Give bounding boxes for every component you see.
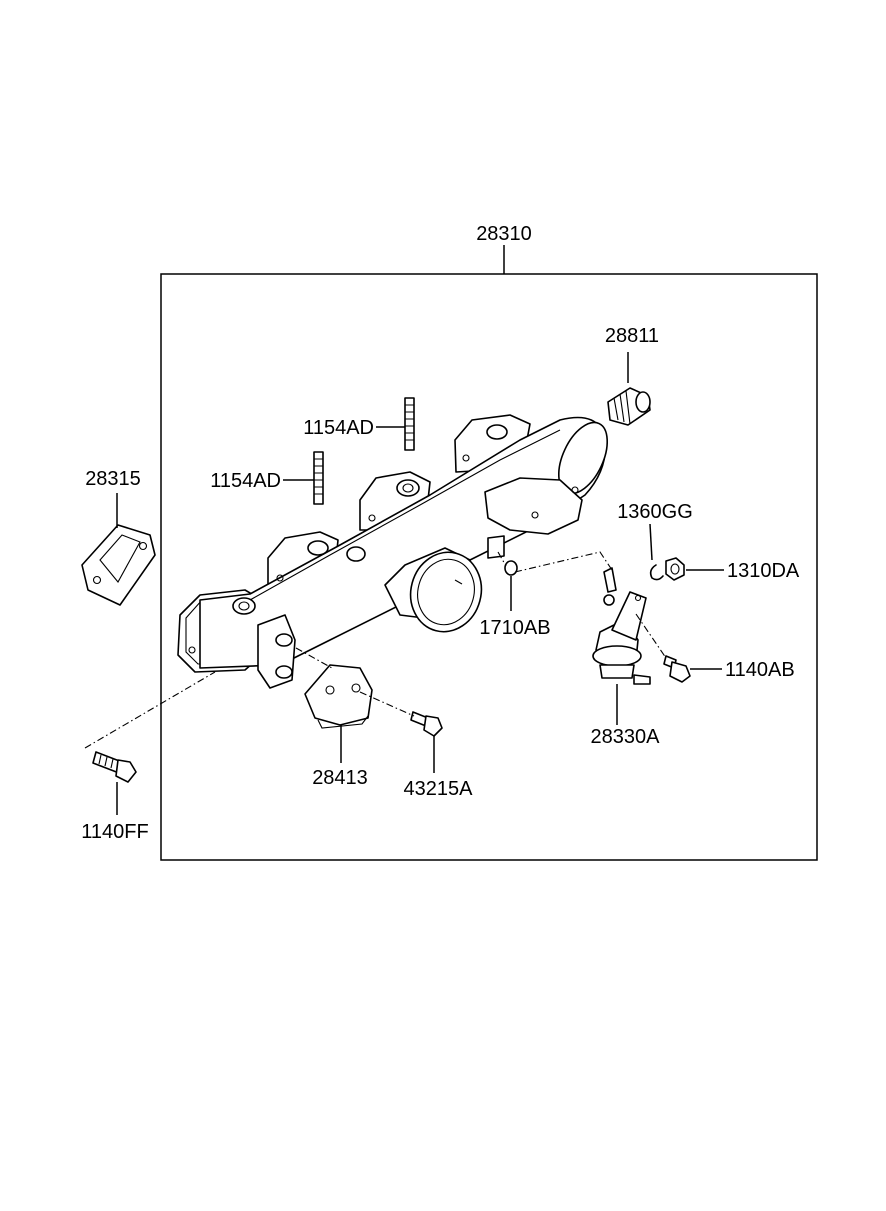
actuator-28330a <box>592 567 651 685</box>
label-43215a: 43215A <box>404 778 474 800</box>
label-28811: 28811 <box>605 325 659 347</box>
fitting-1710ab <box>504 560 518 576</box>
label-1710ab: 1710AB <box>479 617 550 639</box>
label-28330a: 28330A <box>591 726 661 748</box>
label-28413: 28413 <box>312 767 368 789</box>
washer-1360gg <box>649 564 664 581</box>
assembly-frame <box>160 273 818 861</box>
cap-28811 <box>607 387 651 426</box>
label-28315: 28315 <box>85 468 141 490</box>
bolt-43215a <box>410 711 443 737</box>
intake-manifold <box>177 414 609 689</box>
label-1154ad-lower: 1154AD <box>210 470 281 492</box>
stud-upper <box>404 397 415 451</box>
label-1360gg: 1360GG <box>617 501 693 523</box>
gasket-28315 <box>81 524 156 606</box>
label-1140ff: 1140FF <box>81 821 148 843</box>
stud-lower <box>313 451 324 505</box>
bolt-1140ab <box>663 655 691 683</box>
label-1154ad-upper: 1154AD <box>303 417 374 439</box>
bolt-1140ff <box>92 751 137 783</box>
label-1310da: 1310DA <box>727 560 800 582</box>
label-1140ab: 1140AB <box>725 659 795 681</box>
bracket-28413 <box>304 664 373 729</box>
label-28310: 28310 <box>476 223 532 245</box>
nut-1310da <box>665 557 685 581</box>
